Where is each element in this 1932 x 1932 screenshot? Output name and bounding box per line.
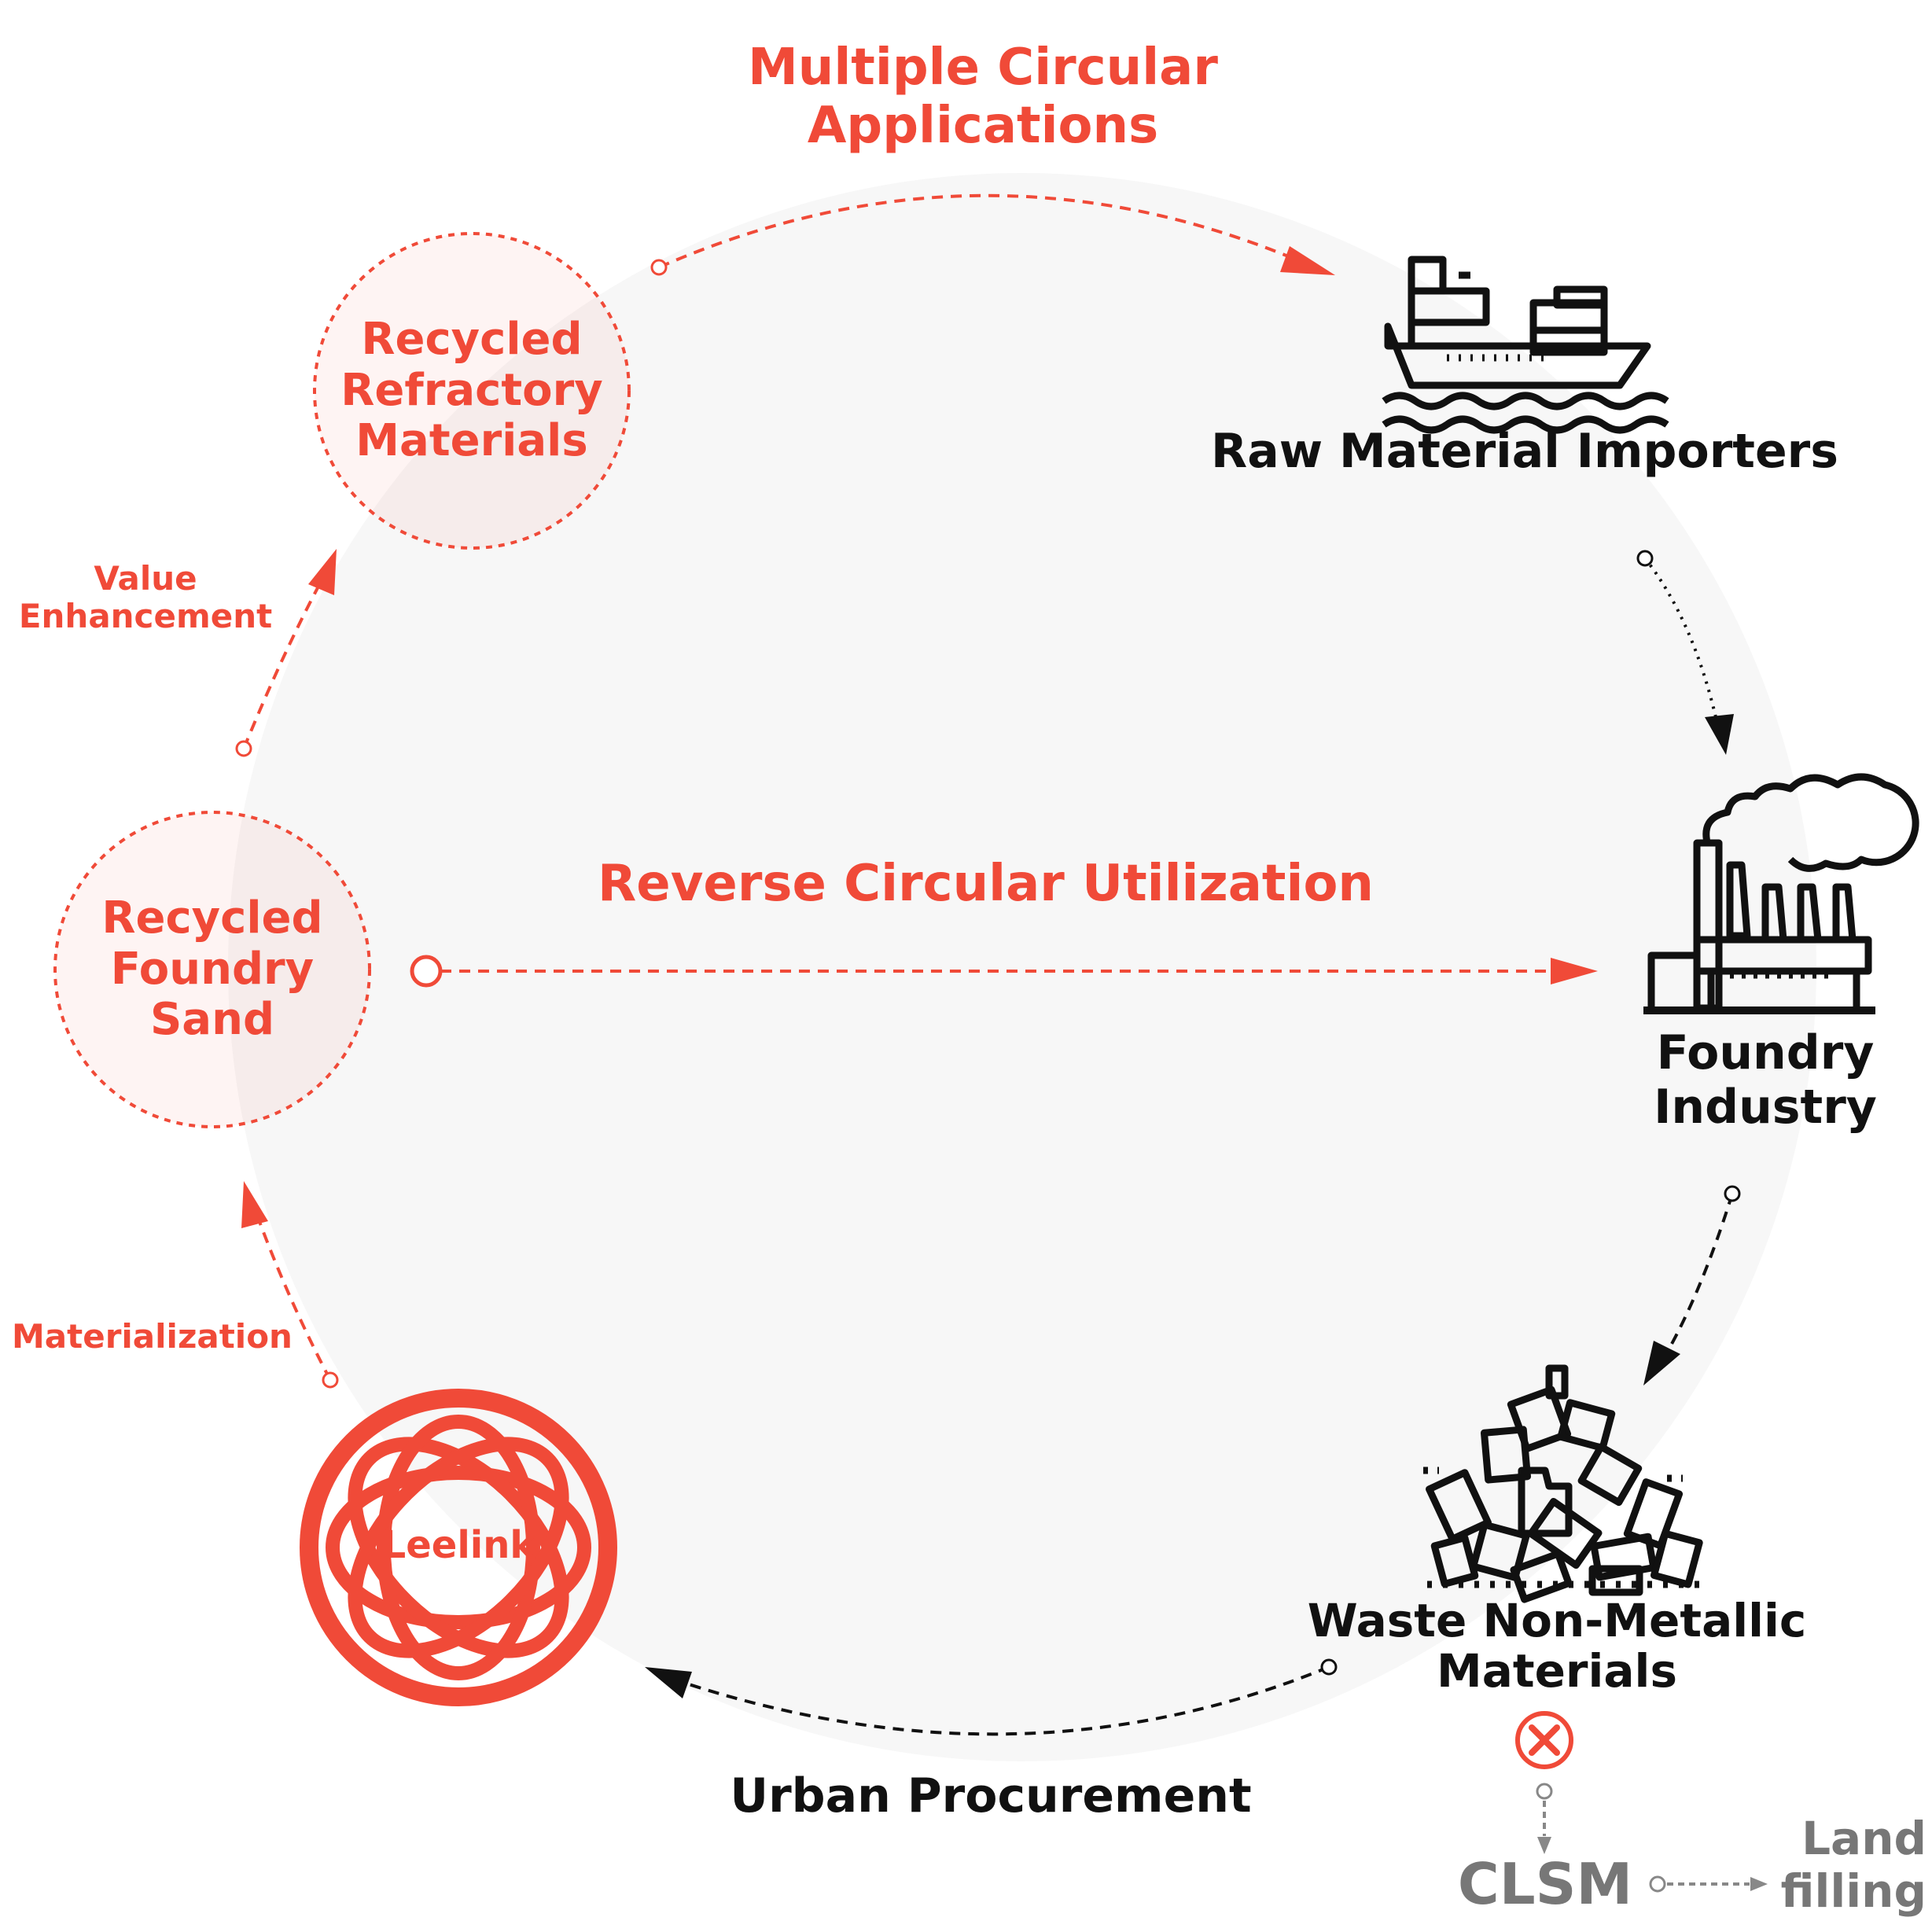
arc-start-dot [650,259,668,276]
materialization-dot [322,1371,339,1389]
waste-materials-label: Waste Non-Metallic Materials [1290,1594,1824,1698]
value-enhancement-label: Value Enhancement [16,559,275,636]
arc-urban-procurement [683,1665,1330,1736]
materialization-arrowhead [241,1181,268,1228]
recycled-refractory-line2: Refractory [340,364,603,416]
leelink-logo [300,1389,617,1706]
landfill-start-dot [1649,1875,1666,1893]
leelink-label: Leelink [381,1523,535,1567]
urban-procurement-label: Urban Procurement [730,1768,1252,1823]
waste-materials-line2: Materials [1437,1643,1677,1698]
value-enhancement-dot [235,740,252,757]
clsm-arrowhead [1537,1837,1551,1854]
reverse-start-dot [410,955,443,988]
value-enhancement-arrowhead [308,549,337,595]
arrow-foundry-to-waste [1665,1193,1734,1353]
urban-arrowhead [645,1667,692,1698]
foundry-sand-circle [53,811,371,1128]
land-filling-label: Land filling [1777,1812,1926,1917]
recycled-foundry-sand-line1: Recycled [101,892,323,944]
waste-dot [1320,1658,1338,1676]
cargo-ship-icon [1382,256,1669,434]
clsm-start-dot [1536,1783,1553,1800]
recycled-foundry-sand-label: Recycled Foundry Sand [71,871,354,1068]
foundry-dot [1724,1185,1741,1202]
arc-multiple-arrowhead [1280,246,1335,275]
clsm-label: CLSM [1457,1851,1633,1917]
recycled-foundry-sand-line2: Foundry [110,943,315,995]
recycled-refractory-line1: Recycled [361,314,583,366]
multiple-circular-line1: Multiple Circular [748,39,1218,97]
landfill-arrowhead [1750,1877,1768,1891]
recycled-refractory-label: Recycled Refractory Materials [330,293,613,489]
arrow-value-enhancement [242,581,322,749]
waste-pile-icon [1423,1364,1703,1603]
foundry-industry-line1: Foundry [1656,1025,1875,1080]
importers-arrowhead [1705,714,1734,755]
recycled-foundry-sand-line3: Sand [149,994,275,1046]
waste-materials-line1: Waste Non-Metallic [1307,1594,1807,1647]
multiple-circular-line2: Applications [807,96,1159,155]
land-filling-line1: Land [1801,1812,1926,1865]
refractory-circle [313,232,631,550]
multiple-circular-title: Multiple Circular Applications [731,39,1235,155]
factory-icon [1643,773,1919,1014]
recycled-foundry-sand-text: Recycled Foundry Sand [101,892,323,1046]
materialization-label: Materialization [12,1317,293,1356]
foundry-industry-line2: Industry [1654,1080,1877,1135]
recycled-refractory-line3: Materials [355,415,588,467]
foundry-arrowhead [1643,1341,1680,1386]
reverse-arrowhead [1551,958,1598,984]
recycled-refractory-text: Recycled Refractory Materials [340,314,603,467]
raw-material-importers-label: Raw Material Importers [1211,424,1838,479]
value-enhancement-line1: Value [94,559,197,598]
foundry-industry-label: Foundry Industry [1628,1026,1903,1135]
reverse-circular-title: Reverse Circular Utilization [598,855,1374,913]
cross-icon [1515,1711,1573,1769]
arc-multiple-circular [658,193,1306,269]
land-filling-line2: filling [1780,1864,1926,1918]
importers-dot [1636,550,1654,567]
value-enhancement-line2: Enhancement [18,597,273,636]
background-disc [228,173,1816,1761]
arrow-materialization [254,1210,332,1381]
